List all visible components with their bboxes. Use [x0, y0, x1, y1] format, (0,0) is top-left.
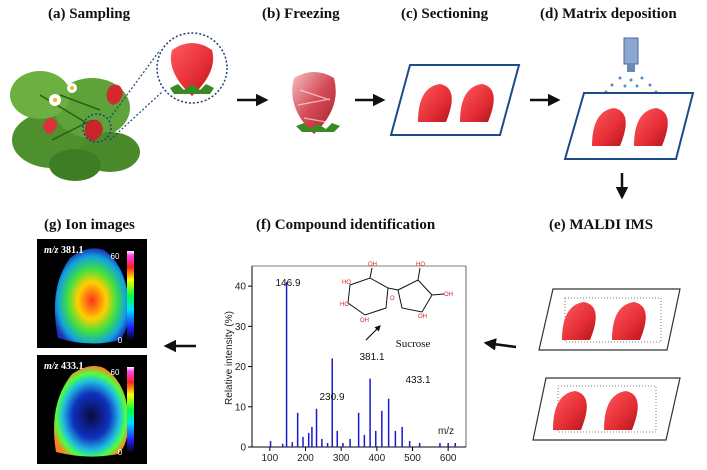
- svg-text:HO: HO: [342, 280, 351, 286]
- matrix-deposition-illustration: [563, 37, 695, 160]
- x-tick-label: 100: [261, 453, 278, 464]
- svg-text:m/z 433.1: m/z 433.1: [44, 361, 83, 372]
- svg-text:0: 0: [118, 448, 123, 457]
- sucrose-structure: OH HO HO OH O HO OH OH Sucrose: [340, 262, 453, 350]
- sucrose-label: Sucrose: [396, 338, 431, 350]
- svg-text:HO: HO: [416, 262, 425, 268]
- strawberry-zoom-callout: [109, 32, 228, 141]
- step-g-title: (g) Ion images: [44, 217, 135, 233]
- strawberry-plant-illustration: [10, 71, 140, 181]
- svg-text:60: 60: [111, 252, 120, 261]
- mass-spectrum-chart: 0 10 20 30 40 100 200 300 400 500 600 Relative in…: [224, 265, 467, 464]
- sectioning-slide: [389, 64, 521, 136]
- step-b-title: (b) Freezing: [262, 6, 340, 22]
- svg-text:OH: OH: [444, 292, 453, 298]
- svg-text:60: 60: [111, 368, 120, 377]
- svg-text:0: 0: [118, 336, 123, 345]
- svg-text:m/z 381.1: m/z 381.1: [44, 245, 83, 256]
- x-tick-label: 300: [333, 453, 350, 464]
- ion-image-381: m/z 381.1 60 0: [37, 239, 147, 348]
- step-a-title: (a) Sampling: [48, 6, 131, 22]
- y-tick-label: 10: [235, 402, 247, 413]
- frozen-strawberry-illustration: [292, 72, 340, 134]
- svg-text:OH: OH: [418, 314, 427, 320]
- x-tick-label: 500: [404, 453, 421, 464]
- y-tick-label: 30: [235, 322, 247, 333]
- ion-image-433: m/z 433.1 60 0: [37, 355, 147, 464]
- peak-label-433-1: 433.1: [405, 375, 430, 386]
- y-tick-label: 20: [235, 362, 247, 373]
- svg-text:OH: OH: [360, 318, 369, 324]
- step-d-title: (d) Matrix deposition: [540, 6, 677, 22]
- step-c-title: (c) Sectioning: [401, 6, 489, 22]
- peak-label-230-9: 230.9: [319, 392, 344, 403]
- x-tick-label: 600: [440, 453, 457, 464]
- svg-text:O: O: [390, 296, 395, 302]
- spectrum-y-axis-label: Relative intensity (%): [224, 311, 235, 405]
- y-tick-label: 0: [240, 443, 246, 454]
- x-tick-label: 400: [368, 453, 385, 464]
- maldi-ims-slides: [532, 288, 681, 441]
- x-tick-label: 200: [297, 453, 314, 464]
- svg-text:OH: OH: [368, 262, 377, 268]
- svg-text:HO: HO: [340, 302, 349, 308]
- arrow-e-to-f: [483, 338, 517, 351]
- y-tick-label: 40: [235, 282, 247, 293]
- step-f-title: (f) Compound identification: [256, 217, 436, 233]
- spectrum-x-unit-label: m/z: [438, 426, 454, 437]
- peak-label-146-9: 146.9: [275, 278, 300, 289]
- step-e-title: (e) MALDI IMS: [549, 217, 654, 233]
- peak-label-381-1: 381.1: [359, 352, 384, 363]
